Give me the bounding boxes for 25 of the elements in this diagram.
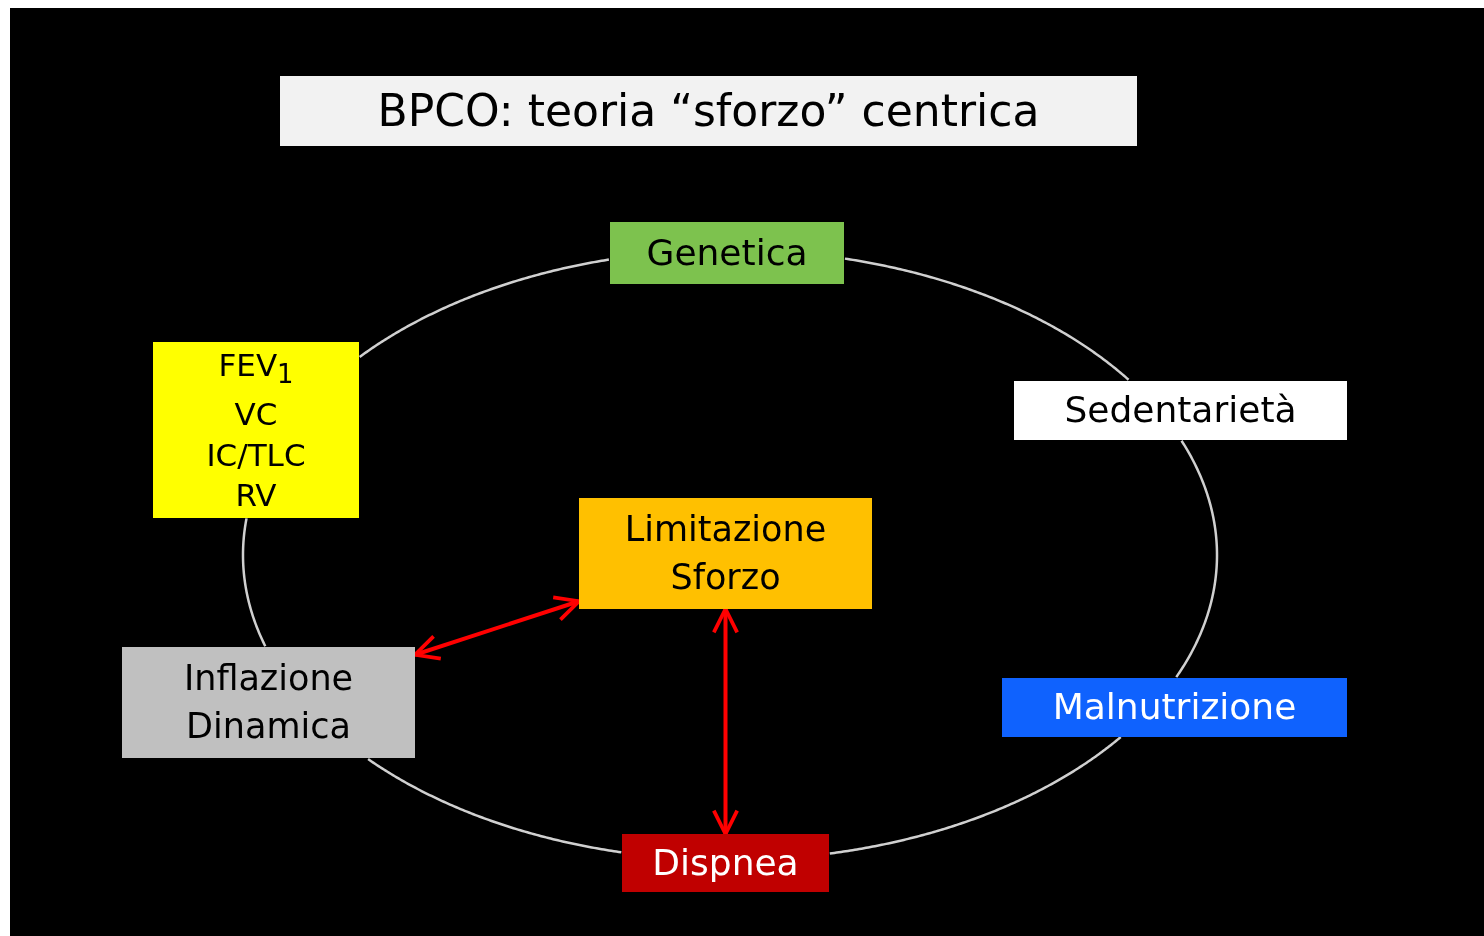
label-box — [153, 342, 359, 518]
node-label: Genetica — [646, 230, 808, 275]
double-arrow — [711, 607, 740, 836]
ring-segment — [1175, 440, 1219, 678]
node-label: VC — [234, 395, 278, 435]
label-box — [1014, 381, 1347, 440]
label-box — [122, 647, 415, 758]
node-label: Limitazione Sforzo — [623, 508, 828, 599]
label-box — [610, 222, 844, 284]
label-box — [579, 498, 872, 609]
title-banner: BPCO: teoria “sforzo” centrica — [280, 76, 1137, 146]
ring-segment — [358, 258, 610, 358]
node-label: Dispnea — [652, 840, 799, 885]
label-box — [622, 834, 829, 892]
ring-segment — [241, 518, 267, 647]
ring-segment — [829, 736, 1122, 855]
node-label: Inflazione Dinamica — [182, 657, 355, 748]
node-label: FEV$_{1}$ — [218, 345, 294, 391]
label-box — [1002, 678, 1347, 737]
node-label: RV — [235, 475, 277, 515]
ring-segment — [844, 257, 1130, 381]
node-label: Sedentarietà — [1064, 388, 1297, 433]
ring-segment — [367, 758, 622, 854]
node-label: IC/TLC — [206, 435, 306, 475]
node-label: Malnutrizione — [1052, 685, 1297, 730]
